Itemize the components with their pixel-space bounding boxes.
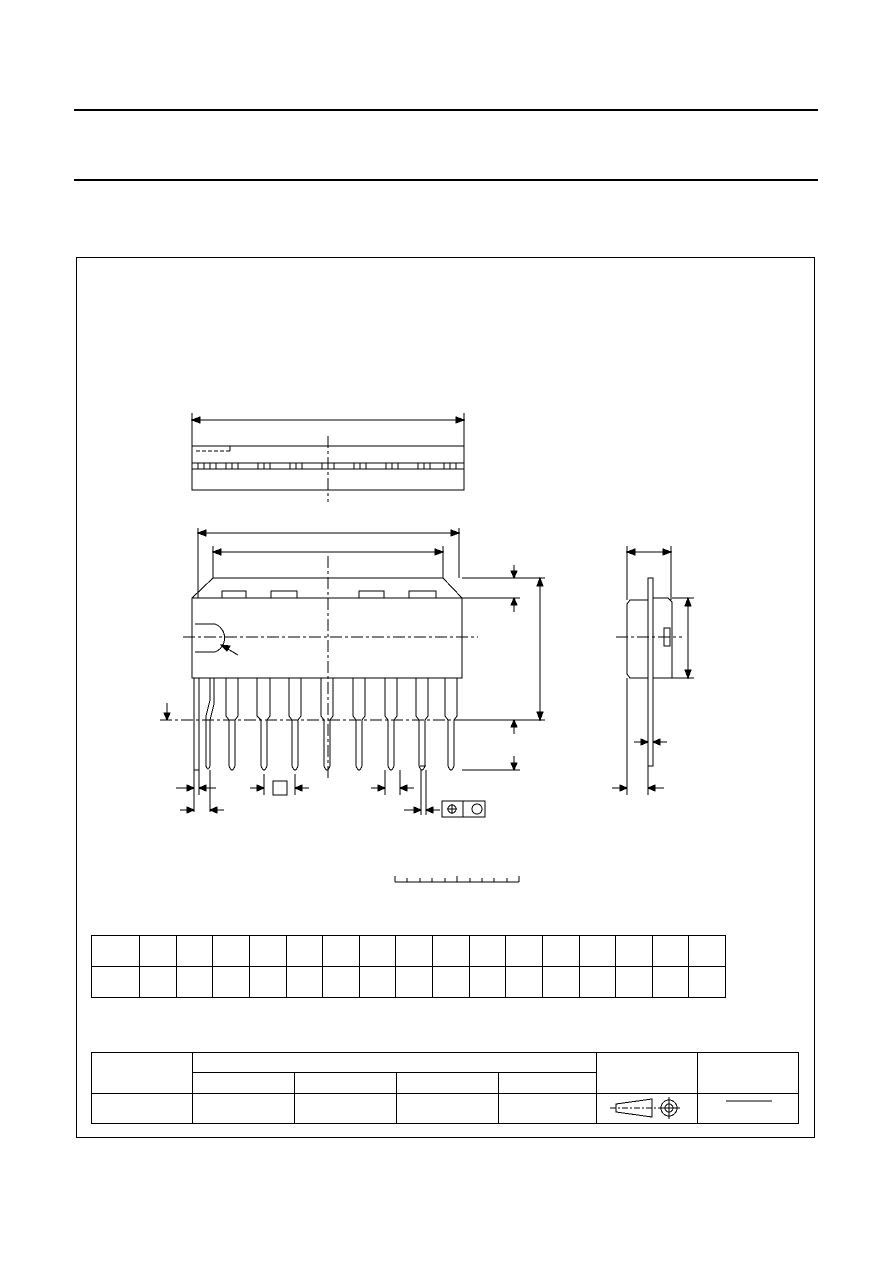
- top-view-lead-ticks: [197, 463, 457, 469]
- projection-cell: [596, 1092, 698, 1125]
- dimension-table: [91, 935, 726, 998]
- projection-header-cell: [596, 1052, 698, 1094]
- table-row: [91, 1051, 799, 1094]
- table-row: [91, 966, 726, 998]
- package-outline-frame: [76, 257, 815, 1138]
- header-bottom-rule: [74, 179, 818, 181]
- issue-table: [91, 1051, 799, 1125]
- issue-date-cell: [697, 1092, 799, 1125]
- front-view: [160, 528, 545, 818]
- header-top-rule: [74, 109, 818, 111]
- outline-version-cell: [91, 1052, 193, 1094]
- top-view: [190, 413, 466, 502]
- table-row: [91, 935, 726, 967]
- issue-date-header-cell: [697, 1052, 799, 1094]
- table-row: [91, 1092, 799, 1125]
- side-view: [612, 546, 694, 795]
- references-header-cell: [192, 1051, 597, 1074]
- scale-bar: [394, 876, 520, 883]
- front-view-leads: [193, 678, 458, 771]
